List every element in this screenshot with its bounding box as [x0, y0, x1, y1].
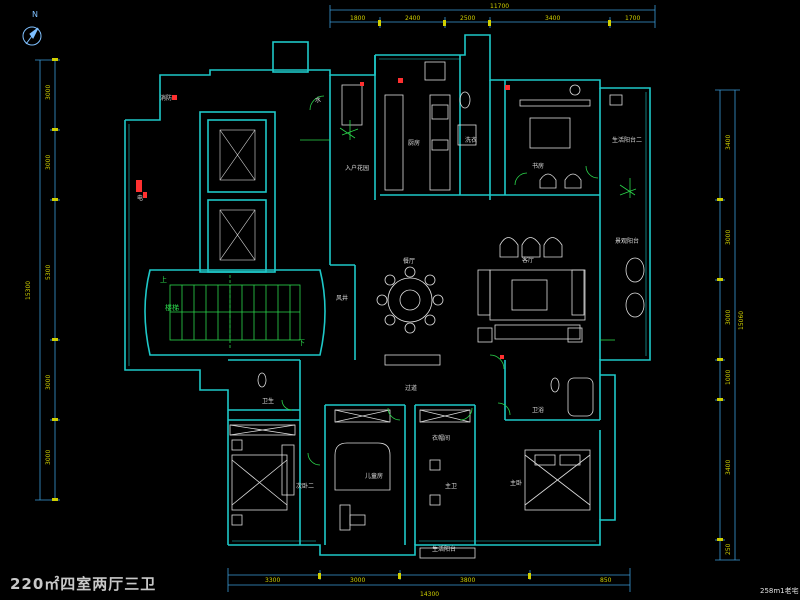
- room-label-fire: 消防: [160, 94, 172, 102]
- compass-label: N: [32, 10, 38, 19]
- room-label-cloak: 衣帽间: [432, 434, 450, 442]
- elevator-icon: [219, 129, 256, 261]
- dim-left-4: 3000: [45, 375, 52, 390]
- stairs-up-label: 上: [160, 275, 167, 284]
- room-label-corridor: 过道: [405, 384, 417, 392]
- plant-icon: [619, 178, 637, 198]
- room-label-entry: 入户花园: [345, 164, 369, 172]
- dim-left-2: 3000: [45, 155, 52, 170]
- dim-right-1: 3400: [725, 135, 732, 150]
- dim-left-3: 5300: [45, 265, 52, 280]
- dim-top-2: 2400: [405, 15, 420, 22]
- scale-note: 258m1老宅: [760, 587, 799, 595]
- staircase: [169, 275, 301, 350]
- room-label-elec: 电: [137, 194, 143, 202]
- bed-middle: [334, 442, 391, 531]
- dim-right-3: 3000: [725, 310, 732, 325]
- dim-right-6: 250: [725, 543, 732, 555]
- stairs-label: 楼梯: [165, 303, 179, 312]
- dim-bottom-total: 14300: [420, 591, 439, 598]
- room-label-wc-left: 卫生: [262, 397, 274, 405]
- dim-bottom-3: 3800: [460, 577, 475, 584]
- plant-icon: [339, 120, 359, 140]
- study-desk: [519, 84, 591, 189]
- sofa-set: [477, 237, 586, 343]
- dim-right-4: 1000: [725, 370, 732, 385]
- dim-right-2: 3000: [725, 230, 732, 245]
- room-label-living: 客厅: [522, 256, 534, 264]
- dining-table: [376, 266, 444, 334]
- dim-top-5: 1700: [625, 15, 640, 22]
- dim-right-total: 15060: [738, 311, 745, 330]
- dim-bottom-2: 3000: [350, 577, 365, 584]
- dim-left-1: 3000: [45, 85, 52, 100]
- dim-top-4: 3400: [545, 15, 560, 22]
- room-label-study: 书房: [532, 162, 544, 170]
- room-label-kitchen: 厨房: [408, 139, 420, 147]
- room-label-wind: 风井: [336, 294, 348, 302]
- room-label-laundry: 洗衣: [465, 136, 477, 144]
- dimension-lines: [35, 5, 740, 592]
- room-label-balcony-top: 生活阳台二: [612, 136, 642, 144]
- stairs-down-label: 下: [298, 339, 305, 347]
- room-label-balcony-right: 景观阳台: [615, 237, 639, 245]
- dim-left-5: 3000: [45, 450, 52, 465]
- bed-left: [231, 439, 288, 526]
- dim-right-5: 3400: [725, 460, 732, 475]
- room-label-bedroom2: 次卧二: [296, 482, 314, 490]
- room-label-bedroom3: 儿童房: [365, 472, 383, 480]
- furniture: [229, 61, 645, 559]
- north-arrow-icon: [22, 26, 42, 46]
- room-label-water: 水: [315, 96, 321, 104]
- dim-top-1: 1800: [350, 15, 365, 22]
- dim-top-3: 2500: [460, 15, 475, 22]
- wardrobe: [229, 354, 471, 436]
- room-label-ensuite: 卫浴: [532, 406, 544, 414]
- dim-bottom-4: 850: [600, 577, 612, 584]
- dim-left-total: 15300: [25, 281, 32, 300]
- room-label-master-wc: 主卫: [445, 482, 457, 490]
- room-label-balcony-bottom: 生活阳台: [432, 545, 456, 553]
- dim-bottom-1: 3300: [265, 577, 280, 584]
- plan-title: 220㎡四室两厅三卫: [10, 575, 157, 593]
- bed-master: [524, 449, 591, 511]
- room-label-dining: 餐厅: [403, 257, 415, 265]
- walls: [124, 34, 651, 556]
- room-label-master-bed: 主卧: [510, 479, 522, 487]
- dim-top-total: 11700: [490, 3, 509, 10]
